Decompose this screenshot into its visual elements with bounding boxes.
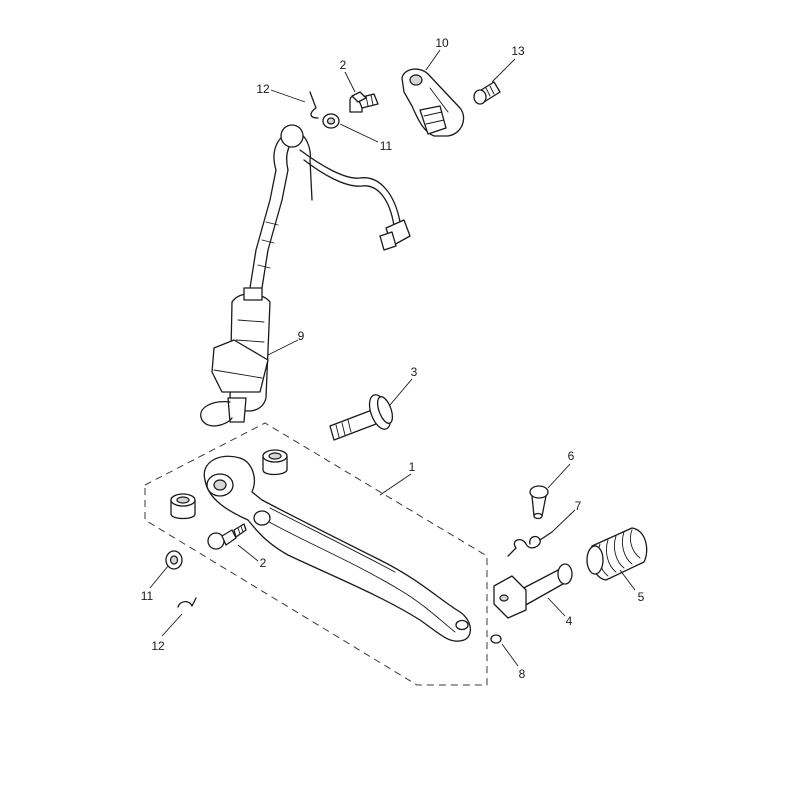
- pivot-bolt: [329, 394, 394, 441]
- spring-clip-upper: [309, 91, 319, 119]
- clevis: [493, 563, 573, 619]
- ball-joint-stud-upper: [349, 91, 379, 113]
- ball-joint-stud-lower: [207, 523, 247, 550]
- split-pin: [490, 634, 502, 644]
- callout-2-lower: 2: [260, 556, 267, 570]
- callout-11-lower: 11: [141, 589, 154, 603]
- callout-13: 13: [511, 44, 525, 58]
- callout-10: 10: [435, 36, 449, 50]
- brake-pedal-lever: [203, 455, 471, 642]
- callout-11-upper: 11: [380, 139, 393, 153]
- washer-upper: [322, 113, 340, 129]
- callout-12-lower: 12: [151, 639, 165, 653]
- callout-5: 5: [638, 590, 645, 604]
- callout-7: 7: [575, 499, 582, 513]
- pedal-rubber: [586, 527, 648, 581]
- callout-9: 9: [298, 329, 305, 343]
- callout-1: 1: [409, 460, 416, 474]
- pedal-bush-lower: [170, 493, 196, 520]
- spring-clip-lower: [177, 597, 197, 608]
- return-spring: [507, 531, 553, 557]
- clevis-pin: [529, 485, 549, 520]
- assembly-boundary: [144, 422, 488, 686]
- callout-12-upper: 12: [256, 82, 270, 96]
- mounting-bracket: [401, 68, 465, 137]
- master-cylinder: [200, 124, 411, 427]
- callout-2-upper: 2: [340, 58, 347, 72]
- callout-8: 8: [519, 667, 526, 681]
- leader-lines: [149, 49, 636, 667]
- washer-lower: [165, 550, 183, 570]
- callout-4: 4: [566, 614, 573, 628]
- pedal-bush-upper: [262, 449, 288, 476]
- callout-6: 6: [568, 449, 575, 463]
- callout-3: 3: [411, 365, 418, 379]
- cap-screw: [473, 81, 501, 105]
